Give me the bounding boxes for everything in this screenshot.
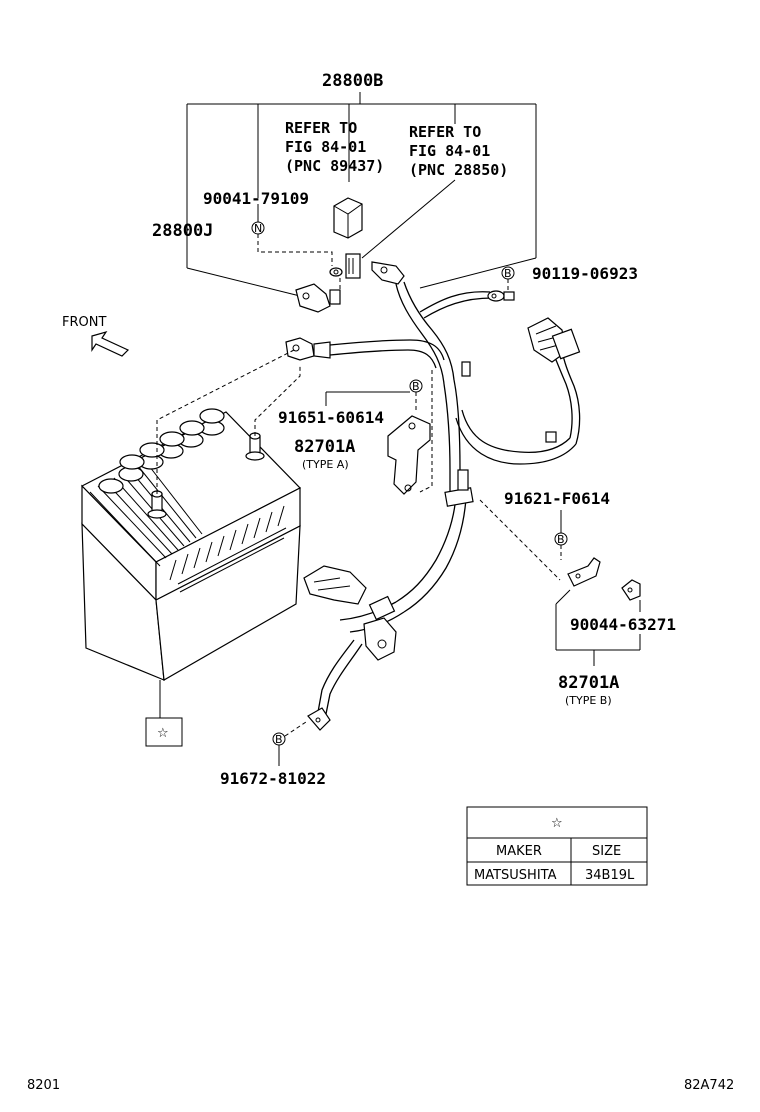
positive-terminal-clamp xyxy=(285,337,331,361)
callout-b-91621: B xyxy=(479,499,568,581)
svg-text:N: N xyxy=(254,222,262,235)
connector-lower-left xyxy=(303,565,397,661)
part-91651-label: 91651-60614 xyxy=(278,408,384,427)
type-a-label: (TYPE A) xyxy=(302,458,349,471)
refer-2-line1: REFER TO xyxy=(409,123,481,141)
ground-terminal-90119 xyxy=(487,290,515,302)
part-91621-label: 91621-F0614 xyxy=(504,489,610,508)
footer-left-code: 8201 xyxy=(27,1078,60,1093)
svg-text:B: B xyxy=(557,533,565,546)
battery-spec-table: ☆ MAKER SIZE MATSUSHITA 34B19L xyxy=(466,806,648,886)
table-col-size: SIZE xyxy=(592,844,621,859)
table-cell-size: 34B19L xyxy=(585,868,635,883)
part-82701a-type-a-label: 82701A xyxy=(294,437,355,457)
type-b-label: (TYPE B) xyxy=(565,694,612,707)
refer-1-line1: REFER TO xyxy=(285,119,357,137)
assy-28800j-label: 28800J xyxy=(152,221,213,241)
bracket-type-a xyxy=(387,370,433,495)
refer-1-line2: FIG 84-01 xyxy=(285,138,366,156)
nut-90041 xyxy=(329,267,343,277)
ground-terminal-91672 xyxy=(307,707,331,731)
assy-28800b-bracket xyxy=(186,92,537,297)
callout-b-91672: B xyxy=(272,721,307,766)
bracket-type-b xyxy=(567,557,641,601)
svg-text:B: B xyxy=(412,380,420,393)
battery xyxy=(81,349,301,718)
table-cell-maker: MATSUSHITA xyxy=(474,868,557,883)
callout-n-90041: N xyxy=(251,204,333,266)
svg-text:B: B xyxy=(504,267,512,280)
part-90119-label: 90119-06923 xyxy=(532,264,638,283)
table-header-star-icon: ☆ xyxy=(551,816,563,831)
svg-text:B: B xyxy=(275,733,283,746)
part-91672-label: 91672-81022 xyxy=(220,769,326,788)
battery-star-box: ☆ xyxy=(145,717,183,747)
type-b-bracket-lines xyxy=(555,589,641,666)
part-90044-label: 90044-63271 xyxy=(570,615,676,634)
part-90041-label: 90041-79109 xyxy=(203,189,309,208)
refer-1-line3: (PNC 89437) xyxy=(285,157,384,175)
assy-28800b-label: 28800B xyxy=(322,71,383,91)
front-arrow-icon xyxy=(91,330,130,357)
connector-upper-right xyxy=(527,317,581,363)
front-label: FRONT xyxy=(62,315,106,330)
callout-b-91651: B xyxy=(325,379,423,410)
star-icon: ☆ xyxy=(157,726,169,741)
callout-b-90119: B xyxy=(501,266,515,290)
terminal-cover-part xyxy=(333,197,363,239)
refer-2-line2: FIG 84-01 xyxy=(409,142,490,160)
fusible-link-part xyxy=(345,179,456,285)
table-col-maker: MAKER xyxy=(496,844,542,859)
part-82701a-type-b-label: 82701A xyxy=(558,673,619,693)
footer-right-code: 82A742 xyxy=(684,1078,734,1093)
negative-terminal-clamp xyxy=(295,278,341,313)
refer-2-line3: (PNC 28850) xyxy=(409,161,508,179)
